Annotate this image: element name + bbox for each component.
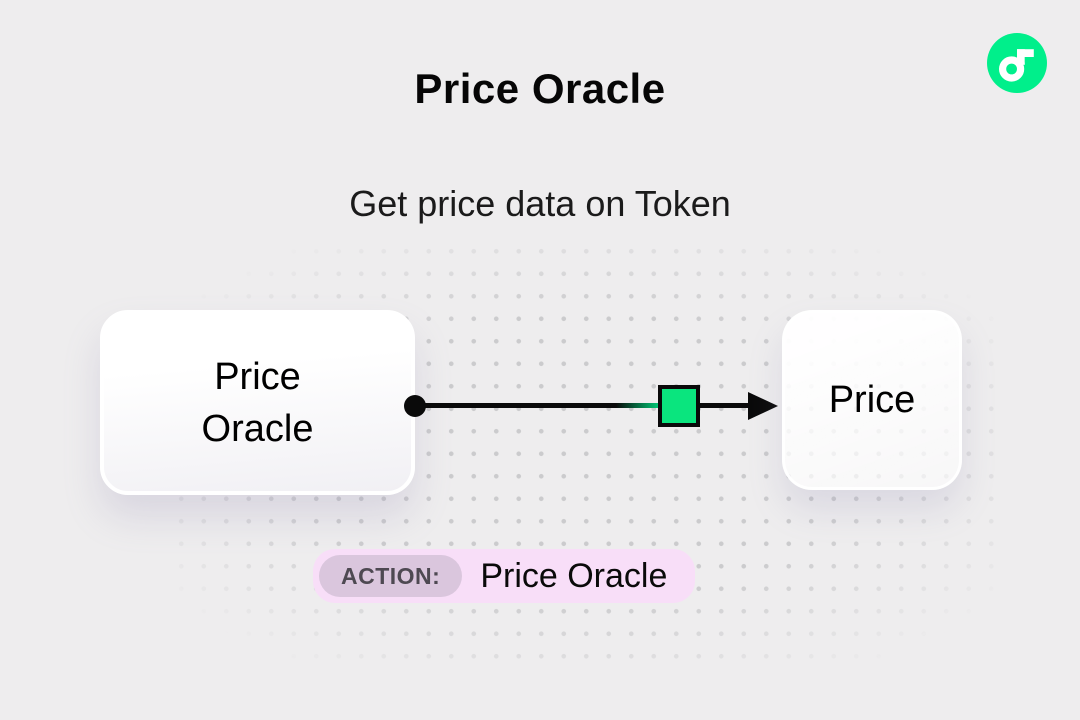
action-badge-value: Price Oracle bbox=[480, 556, 668, 595]
action-badge-label: ACTION: bbox=[319, 555, 463, 597]
node-label-line1: Price bbox=[214, 355, 301, 398]
connector-line-accent bbox=[616, 403, 658, 408]
connector-line bbox=[415, 403, 753, 408]
node-label-line2: Oracle bbox=[201, 407, 314, 450]
connector-marker-square bbox=[658, 385, 700, 427]
page-title: Price Oracle bbox=[414, 65, 666, 112]
action-badge: ACTION: Price Oracle bbox=[313, 549, 696, 603]
node-price-oracle: Price Oracle bbox=[100, 310, 415, 495]
page-subtitle: Get price data on Token bbox=[349, 183, 731, 224]
node-price-oracle-label: Price Oracle bbox=[202, 351, 314, 455]
node-price: Price bbox=[782, 310, 962, 490]
arrowhead-icon bbox=[748, 392, 778, 420]
node-price-label: Price bbox=[828, 379, 916, 421]
flow-logo-icon bbox=[987, 33, 1047, 93]
